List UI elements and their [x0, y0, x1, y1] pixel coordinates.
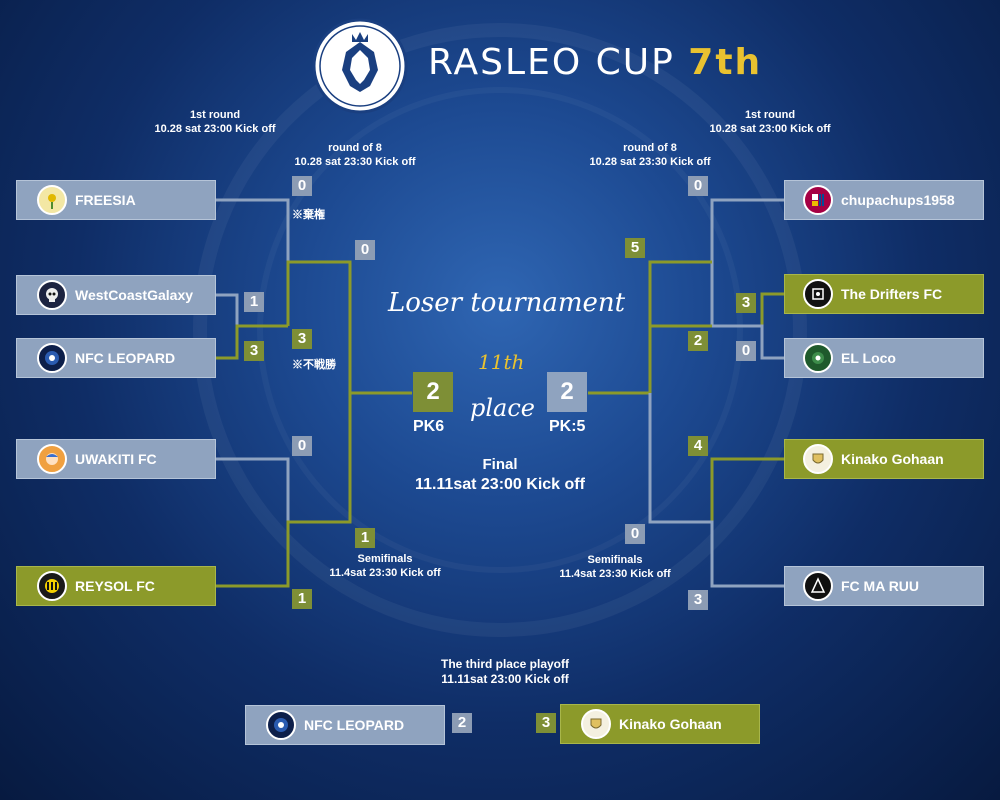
- team-name: FREESIA: [75, 192, 136, 208]
- left-round8-label: round of 8: [328, 142, 382, 154]
- left-semifinal-info: Semifinals 11.4sat 23:30 Kick off: [315, 552, 455, 580]
- score-semifinal-left-bottom: 1: [355, 528, 375, 548]
- score-nfc-leopard: 3: [244, 341, 264, 361]
- right-round8-time: 10.28 sat 23:30 Kick off: [589, 156, 711, 168]
- team-nfc-leopard[interactable]: NFC LEOPARD: [16, 338, 216, 378]
- place-number: 11th: [478, 350, 525, 374]
- left-first-round-info: 1st round 10.28 sat 23:00 Kick off: [140, 108, 290, 136]
- team-westcoastgalaxy[interactable]: WestCoastGalaxy: [16, 275, 216, 315]
- team-elloco[interactable]: EL Loco: [784, 338, 984, 378]
- cup-edition: 7th: [688, 42, 763, 83]
- kinako-crest-icon: [803, 444, 833, 474]
- right-round8-label: round of 8: [623, 142, 677, 154]
- final-label: Final: [482, 456, 518, 473]
- final-right-pk: PK:5: [549, 418, 586, 435]
- right-first-round-time: 10.28 sat 23:00 Kick off: [709, 123, 831, 135]
- team-chupachups[interactable]: chupachups1958: [784, 180, 984, 220]
- score-chupachups: 0: [688, 176, 708, 196]
- score-semifinal-right-top: 5: [625, 238, 645, 258]
- team-kinako[interactable]: Kinako Gohaan: [784, 439, 984, 479]
- team-name: NFC LEOPARD: [75, 350, 176, 366]
- team-name: WestCoastGalaxy: [75, 287, 194, 303]
- score-reysol: 1: [292, 589, 312, 609]
- left-semifinal-label: Semifinals: [357, 553, 413, 565]
- final-left-pk: PK6: [413, 418, 445, 435]
- place-label: place: [470, 394, 535, 422]
- team-name: REYSOL FC: [75, 578, 155, 594]
- flower-icon: [37, 185, 67, 215]
- score-round8-left-top: 3: [292, 329, 312, 349]
- team-name: EL Loco: [841, 350, 896, 366]
- score-fcmaruu: 3: [688, 590, 708, 610]
- loser-tournament-title: Loser tournament: [388, 288, 626, 318]
- right-semifinal-label: Semifinals: [587, 554, 643, 566]
- third-place-time: 11.11sat 23:00 Kick off: [441, 672, 569, 686]
- score-semifinal-left-top: 0: [355, 240, 375, 260]
- score-uwakiti: 0: [292, 436, 312, 456]
- right-round8-info: round of 8 10.28 sat 23:30 Kick off: [570, 141, 730, 169]
- kinako-crest-icon: [581, 709, 611, 739]
- team-name: The Drifters FC: [841, 286, 943, 302]
- team-freesia[interactable]: FREESIA: [16, 180, 216, 220]
- forfeit-note: ※棄権: [292, 209, 325, 221]
- third-team-nfc-leopard[interactable]: NFC LEOPARD: [245, 705, 445, 745]
- elloco-crest-icon: [803, 343, 833, 373]
- team-reysol[interactable]: REYSOL FC: [16, 566, 216, 606]
- score-westcoastgalaxy: 1: [244, 292, 264, 312]
- drifters-crest-icon: [803, 279, 833, 309]
- team-uwakiti[interactable]: UWAKITI FC: [16, 439, 216, 479]
- reysol-crest-icon: [37, 571, 67, 601]
- score-semifinal-right-bottom: 0: [625, 524, 645, 544]
- barca-crest-icon: [803, 185, 833, 215]
- score-freesia: 0: [292, 176, 312, 196]
- leopard-icon: [37, 343, 67, 373]
- final-left-score: 2: [413, 372, 453, 412]
- team-name: Kinako Gohaan: [841, 451, 944, 467]
- score-third-right: 3: [536, 713, 556, 733]
- right-semifinal-info: Semifinals 11.4sat 23:30 Kick off: [545, 553, 685, 581]
- character-icon: [37, 444, 67, 474]
- right-first-round-label: 1st round: [744, 109, 796, 121]
- score-round8-right-top: 2: [688, 331, 708, 351]
- final-right-score: 2: [547, 372, 587, 412]
- cup-title-text: RASLEO CUP: [428, 42, 675, 83]
- final-info: Final 11.11sat 23:00 Kick off: [360, 456, 640, 494]
- third-team-kinako[interactable]: Kinako Gohaan: [560, 704, 760, 744]
- third-place-label: The third place playoff: [440, 657, 569, 671]
- third-place-info: The third place playoff 11.11sat 23:00 K…: [400, 657, 610, 687]
- left-round8-info: round of 8 10.28 sat 23:30 Kick off: [275, 141, 435, 169]
- score-kinako: 4: [688, 436, 708, 456]
- left-first-round-time: 10.28 sat 23:00 Kick off: [154, 123, 276, 135]
- leopard-icon: [266, 710, 296, 740]
- score-drifters: 3: [736, 293, 756, 313]
- left-semifinal-time: 11.4sat 23:30 Kick off: [329, 567, 441, 579]
- skull-icon: [37, 280, 67, 310]
- team-fcmaruu[interactable]: FC MA RUU: [784, 566, 984, 606]
- right-semifinal-time: 11.4sat 23:30 Kick off: [559, 568, 671, 580]
- left-first-round-label: 1st round: [189, 109, 241, 121]
- team-name: NFC LEOPARD: [304, 717, 405, 733]
- cup-title: RASLEO CUP 7th: [428, 42, 762, 83]
- team-name: FC MA RUU: [841, 578, 920, 594]
- fcmaruu-crest-icon: [803, 571, 833, 601]
- score-elloco: 0: [736, 341, 756, 361]
- team-name: chupachups1958: [841, 192, 955, 208]
- team-drifters[interactable]: The Drifters FC: [784, 274, 984, 314]
- team-name: UWAKITI FC: [75, 451, 157, 467]
- left-round8-time: 10.28 sat 23:30 Kick off: [294, 156, 416, 168]
- right-first-round-info: 1st round 10.28 sat 23:00 Kick off: [695, 108, 845, 136]
- score-third-left: 2: [452, 713, 472, 733]
- final-time: 11.11sat 23:00 Kick off: [415, 476, 585, 493]
- walkover-note: ※不戦勝: [292, 359, 336, 371]
- team-name: Kinako Gohaan: [619, 716, 722, 732]
- rasleo-logo: [312, 18, 408, 114]
